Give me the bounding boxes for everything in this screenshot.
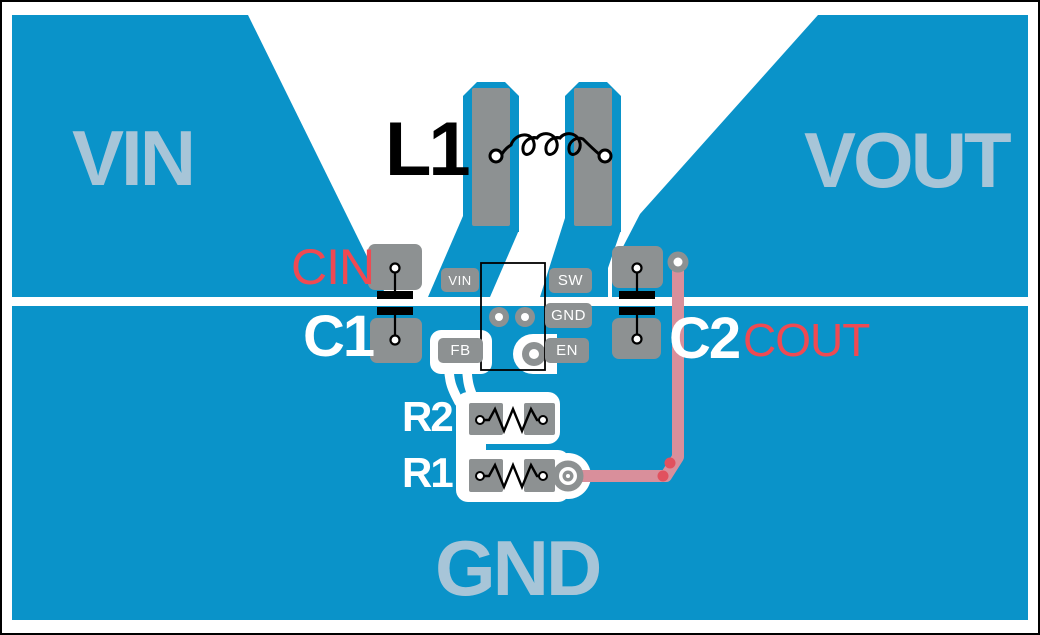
ic-thermal-via-2 xyxy=(515,307,535,327)
cin-capacitor-symbol xyxy=(377,262,413,346)
red-trace-dot-1 xyxy=(664,457,676,469)
r1-resistor-symbol xyxy=(475,461,548,491)
l1-right-pad xyxy=(574,88,612,226)
cin-name-label: CIN xyxy=(291,239,375,295)
c1-ref-label: C1 xyxy=(303,304,375,369)
gnd-net-label: GND xyxy=(435,524,602,612)
ic-thermal-via-1 xyxy=(489,307,509,327)
feedback-sense-trace xyxy=(568,268,684,482)
red-trace-dot-2 xyxy=(657,470,669,482)
ic-pin-fb: FB xyxy=(438,338,483,363)
ic-pin-sw: SW xyxy=(549,268,592,293)
vout-sense-via xyxy=(667,251,689,273)
vias xyxy=(489,251,689,492)
cout-capacitor-symbol xyxy=(619,262,655,345)
en-via xyxy=(522,342,546,366)
l1-ref-label: L1 xyxy=(385,107,471,192)
l1-inductor-symbol xyxy=(488,132,613,164)
r2-resistor-symbol xyxy=(475,405,548,435)
vin-copper-pour xyxy=(12,15,387,297)
r1-sense-via xyxy=(552,460,584,492)
r2-ref-label: R2 xyxy=(402,393,454,440)
vin-net-label: VIN xyxy=(72,114,196,202)
c2-ref-label: C2 xyxy=(669,306,741,371)
ic-pin-vin: VIN xyxy=(441,268,479,292)
r1-ref-label: R1 xyxy=(402,449,454,496)
symbols xyxy=(377,132,655,491)
ic-pin-en: EN xyxy=(545,338,589,363)
vout-net-label: VOUT xyxy=(804,116,1012,204)
cout-name-label: COUT xyxy=(743,314,870,366)
ic-pin-gnd: GND xyxy=(545,303,592,328)
vout-copper-pour xyxy=(612,15,1028,297)
